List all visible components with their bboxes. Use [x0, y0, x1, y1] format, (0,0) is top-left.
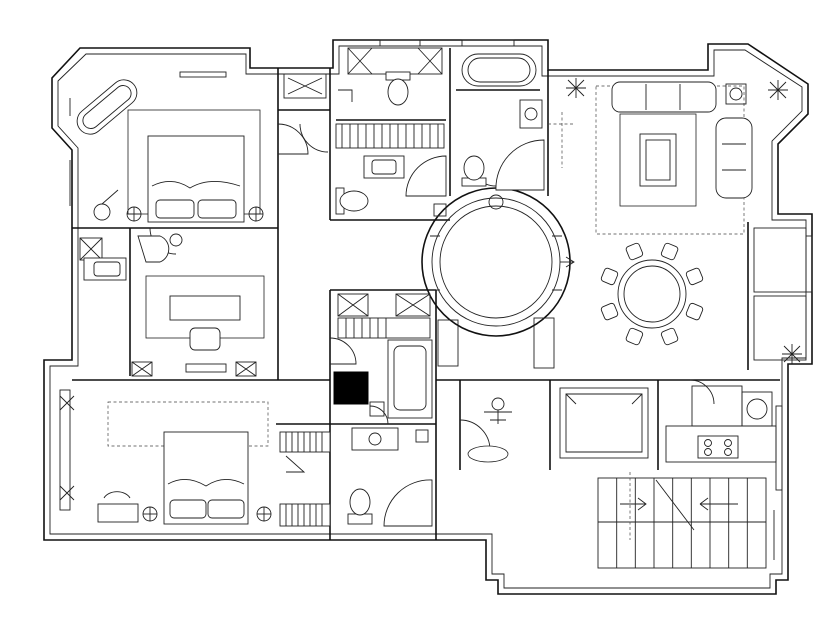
bed-icon [163, 431, 249, 525]
corridor-partitions [437, 317, 631, 540]
armchair-icon [715, 117, 753, 199]
study-room [467, 397, 512, 463]
bathtub-icon [76, 79, 138, 135]
dining-table-icon [617, 259, 687, 329]
bathroom-tub [461, 53, 574, 191]
bathroom-bottom [347, 427, 433, 527]
lamp-icon [256, 506, 272, 522]
stove-icon [697, 435, 739, 459]
wardrobe-icon [279, 431, 331, 527]
lamp-icon [725, 83, 747, 105]
bathroom-middle [333, 293, 433, 419]
staircase-icon [597, 477, 767, 569]
plant-icon [768, 80, 788, 100]
lamp-icon [248, 206, 264, 222]
lamp-icon [142, 506, 158, 522]
bedroom-middle [131, 233, 265, 377]
sink-icon [351, 427, 399, 451]
kitchen [665, 385, 777, 463]
sink-icon [83, 257, 127, 281]
rug-icon [467, 445, 509, 463]
bed-icon [147, 135, 245, 223]
window-icon [59, 39, 813, 560]
toilet-icon [347, 488, 373, 525]
chair-icon [600, 242, 704, 346]
chair-icon [625, 327, 644, 346]
wardrobe-icon [337, 317, 431, 339]
armchair-icon [137, 235, 170, 263]
sofa-icon [611, 81, 717, 113]
column-icon [333, 371, 369, 405]
storage-room [559, 387, 649, 459]
toilet-icon [335, 187, 369, 215]
round-foyer [421, 187, 575, 337]
plant-icon [566, 78, 586, 98]
chair-icon [685, 267, 704, 286]
chair-icon [660, 327, 679, 346]
chair-icon [189, 327, 221, 351]
plant-icon [782, 344, 802, 364]
shower-icon [405, 155, 447, 197]
laundry-nook [79, 237, 127, 281]
bedroom-top-left [76, 79, 264, 223]
wardrobe-icon [283, 73, 327, 99]
toilet-icon [385, 71, 411, 106]
chair-icon [600, 267, 619, 286]
shower-icon [383, 479, 433, 527]
bathtub-icon [387, 339, 433, 419]
shower-icon [495, 139, 545, 191]
interior-walls [72, 48, 780, 540]
wardrobe-icon [335, 123, 445, 149]
living-room [566, 78, 788, 235]
bedroom-bottom [59, 395, 331, 527]
chair-icon [600, 302, 619, 321]
dining-area [600, 227, 807, 364]
sink-icon [363, 155, 405, 179]
chair-icon [660, 242, 679, 261]
bathtub-icon [461, 53, 537, 87]
sink-icon [519, 99, 543, 129]
person-icon [484, 397, 512, 424]
lamp-icon [126, 206, 142, 222]
chair-icon [685, 302, 704, 321]
toilet-icon [461, 155, 487, 187]
bathroom-top-center [335, 47, 447, 217]
chair-icon [625, 242, 644, 261]
